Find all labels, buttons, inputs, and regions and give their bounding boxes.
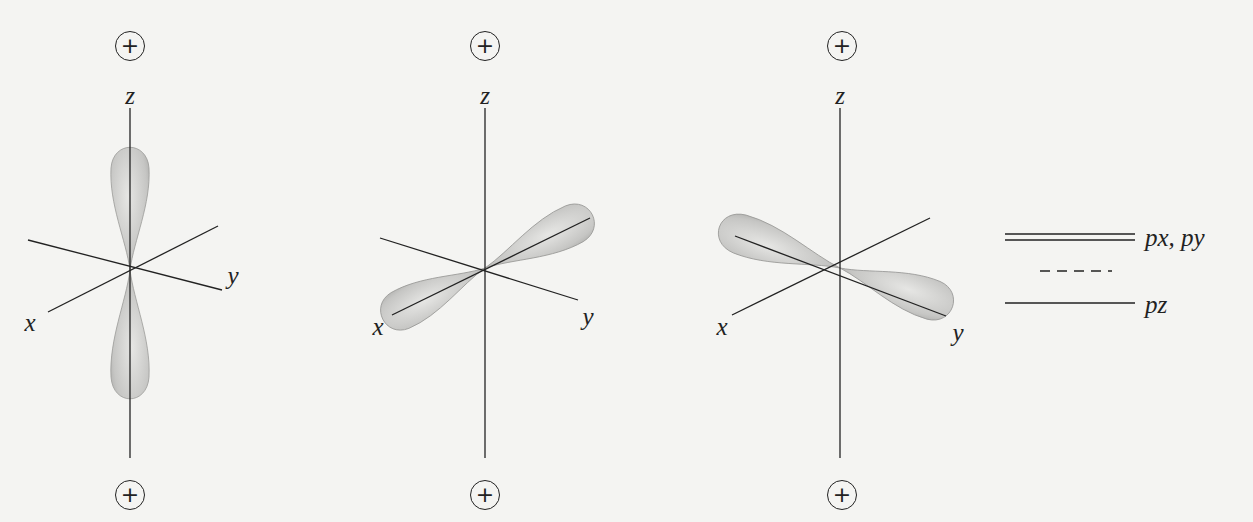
axis-label: z bbox=[835, 83, 845, 108]
x-axis bbox=[392, 218, 590, 315]
energy-level bbox=[1005, 233, 1135, 234]
axis-label: z bbox=[480, 83, 490, 108]
plus-sign: + bbox=[121, 35, 139, 57]
charge-circle: + bbox=[115, 31, 145, 61]
charge-circle: + bbox=[115, 480, 145, 510]
y-axis bbox=[380, 238, 578, 300]
orbital-lobe bbox=[374, 250, 494, 337]
plus-sign: + bbox=[476, 484, 494, 506]
x-axis bbox=[732, 218, 930, 315]
orbital-lobe bbox=[476, 197, 601, 286]
charge-circle: + bbox=[827, 480, 857, 510]
axis-label: x bbox=[716, 314, 727, 339]
charge-circle: + bbox=[470, 31, 500, 61]
axis-label: x bbox=[372, 314, 383, 339]
plus-sign: + bbox=[833, 35, 851, 57]
orbital-level-label: px, py bbox=[1145, 225, 1205, 250]
z-axis bbox=[129, 108, 130, 458]
axis-label: y bbox=[582, 304, 593, 329]
axis-label: y bbox=[952, 320, 963, 345]
orbital-lobe bbox=[713, 208, 847, 287]
x-axis bbox=[48, 226, 218, 312]
reference-level bbox=[1040, 270, 1112, 271]
axis-label: y bbox=[227, 263, 238, 288]
charge-circle: + bbox=[827, 31, 857, 61]
y-axis bbox=[735, 236, 946, 316]
plus-sign: + bbox=[833, 484, 851, 506]
axis-label: x bbox=[24, 310, 35, 335]
axis-label: z bbox=[125, 83, 135, 108]
plus-sign: + bbox=[121, 484, 139, 506]
z-axis bbox=[839, 108, 840, 458]
z-axis bbox=[484, 108, 485, 458]
orbital-level-label: pz bbox=[1145, 292, 1167, 317]
charge-circle: + bbox=[470, 480, 500, 510]
y-axis bbox=[28, 240, 222, 290]
energy-level bbox=[1005, 302, 1135, 303]
energy-level bbox=[1005, 239, 1135, 240]
plus-sign: + bbox=[476, 35, 494, 57]
